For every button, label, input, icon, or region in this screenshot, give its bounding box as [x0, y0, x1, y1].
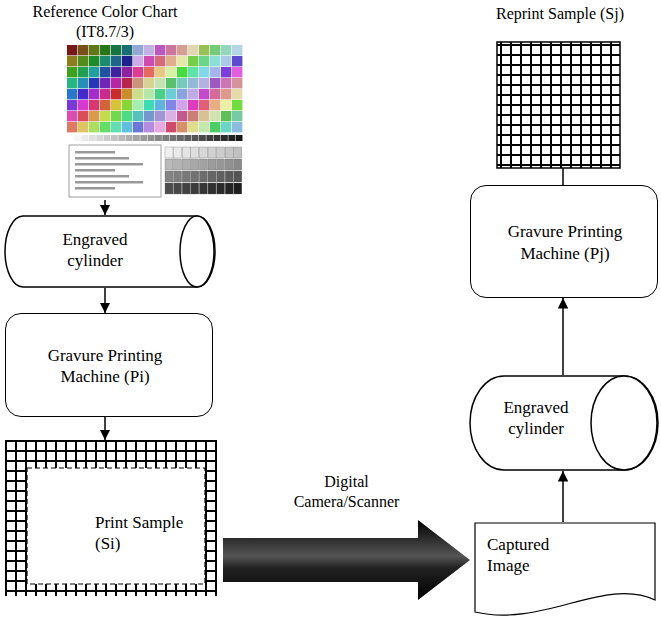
- edge-label: Digital Camera/Scanner: [272, 472, 422, 512]
- chart-info-panel: [69, 145, 161, 197]
- cylinder-end: [591, 376, 657, 470]
- node-label: Captured Image: [487, 534, 587, 577]
- flow-arrow: [104, 417, 106, 440]
- print-sample: Print Sample (Si): [5, 440, 217, 596]
- node-label: Gravure Printing Machine (Pi): [20, 345, 190, 388]
- cylinder-outline: [470, 375, 658, 471]
- flow-arrow: [562, 298, 564, 375]
- cylinder-body: [5, 216, 215, 287]
- captured-image: Captured Image: [474, 522, 656, 622]
- color-chart: Reference Color Chart (IT8.7/3): [20, 2, 250, 200]
- cylinder-body: [470, 376, 658, 470]
- reprint-grid: [497, 42, 620, 168]
- document-shape: [475, 523, 655, 615]
- printing-machine: Gravure Printing Machine (Pj): [470, 185, 658, 298]
- capture-arrow: [223, 520, 470, 600]
- color-patches: [67, 45, 243, 141]
- print-area: [27, 468, 205, 584]
- color-chart-image: [67, 45, 243, 200]
- reprint-sheet: [480, 4, 644, 168]
- node-label: Gravure Printing Machine (Pj): [485, 221, 645, 264]
- node-label: Print Sample (Si): [95, 512, 205, 555]
- flow-arrow: [562, 168, 564, 185]
- node-heading: Reprint Sample (Sj): [480, 4, 640, 24]
- reprint-sample: Reprint Sample (Sj): [480, 4, 644, 168]
- engraved-cylinder: Engraved cylinder: [470, 375, 658, 471]
- node-heading: Reference Color Chart (IT8.7/3): [20, 2, 190, 42]
- flow-arrow: [104, 200, 106, 215]
- node-label: Engraved cylinder: [491, 397, 581, 440]
- flow-arrow: [562, 471, 564, 522]
- flow-arrow: [104, 288, 106, 313]
- print-grid: [5, 440, 217, 596]
- engraved-cylinder: Engraved cylinder: [5, 215, 215, 288]
- node-label: Engraved cylinder: [50, 229, 140, 272]
- printing-machine: Gravure Printing Machine (Pi): [5, 313, 213, 417]
- cylinder-end: [180, 216, 214, 287]
